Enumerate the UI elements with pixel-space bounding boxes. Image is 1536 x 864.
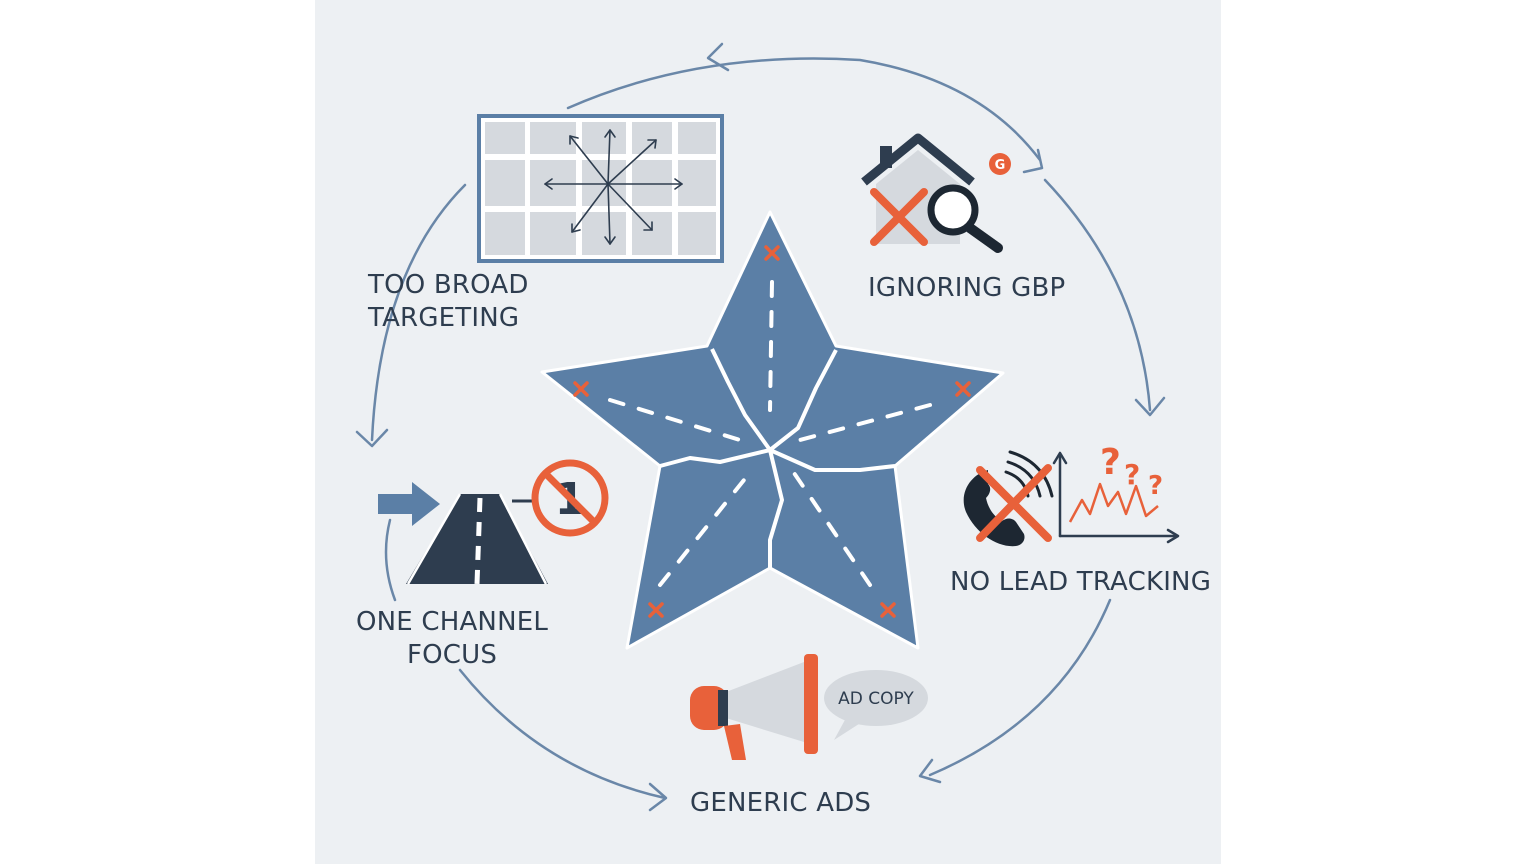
chart-zigzag: [1068, 482, 1159, 523]
cycle-arrows: [370, 57, 1152, 800]
arrowhead-gbp: [1022, 148, 1044, 174]
cycle-arc-left-low: [384, 518, 397, 602]
phone-x-chart-question-icon: ? ? ?: [963, 442, 1180, 547]
map-grid-arrows-icon: [477, 114, 724, 263]
too-broad-line1: TOO BROAD: [368, 270, 529, 300]
cycle-arc-left: [370, 183, 467, 442]
ad-copy-label: AD COPY: [838, 689, 914, 709]
megaphone-icon: AD COPY: [690, 654, 928, 760]
broken-star-road-icon: [540, 210, 1005, 650]
generic-ads-label: GENERIC ADS: [690, 787, 871, 820]
cycle-arrowheads: [355, 42, 1166, 812]
arrowhead-top: [706, 42, 730, 72]
one-channel-line1: ONE CHANNEL: [355, 607, 549, 637]
cycle-arc-top: [566, 57, 1042, 162]
star-cracks: [659, 348, 896, 568]
generic-ads-line1: GENERIC ADS: [690, 788, 872, 818]
star-road-dashes: [608, 280, 932, 587]
arrowhead-bottom-right: [918, 758, 942, 784]
cycle-arc-right: [1043, 178, 1152, 412]
ad-copy-bubble: AD COPY: [824, 670, 928, 740]
phone-icon: [963, 470, 1025, 547]
svg-text:?: ?: [1148, 471, 1163, 501]
house-magnifier-x-icon: G: [861, 133, 1011, 253]
road-shape: [406, 494, 548, 584]
arrowhead-left: [355, 428, 389, 448]
gbp-badge-icon: [989, 153, 1011, 175]
svg-text:?: ?: [1124, 458, 1140, 491]
one-channel-focus-label: ONE CHANNEL FOCUS: [352, 606, 552, 672]
cycle-arc-bottom-left: [458, 668, 667, 800]
one-channel-line2: FOCUS: [406, 640, 498, 670]
too-broad-targeting-label: TOO BROAD TARGETING: [368, 269, 529, 335]
ignoring-gbp-line1: IGNORING GBP: [868, 273, 1066, 303]
ignoring-gbp-label: IGNORING GBP: [868, 272, 1065, 305]
no-lead-line1: NO LEAD TRACKING: [950, 567, 1212, 597]
road-no-one-icon: 1: [378, 459, 609, 585]
cycle-arc-bottom-right: [928, 598, 1112, 777]
arrowhead-bottom-left: [648, 782, 668, 812]
star-x-marks: [573, 245, 971, 618]
too-broad-line2: TARGETING: [368, 303, 520, 333]
no-lead-tracking-label: NO LEAD TRACKING: [950, 566, 1211, 599]
svg-text:?: ?: [1100, 442, 1121, 483]
arrowhead-right: [1134, 396, 1166, 417]
gbp-badge-label: G: [995, 158, 1006, 173]
